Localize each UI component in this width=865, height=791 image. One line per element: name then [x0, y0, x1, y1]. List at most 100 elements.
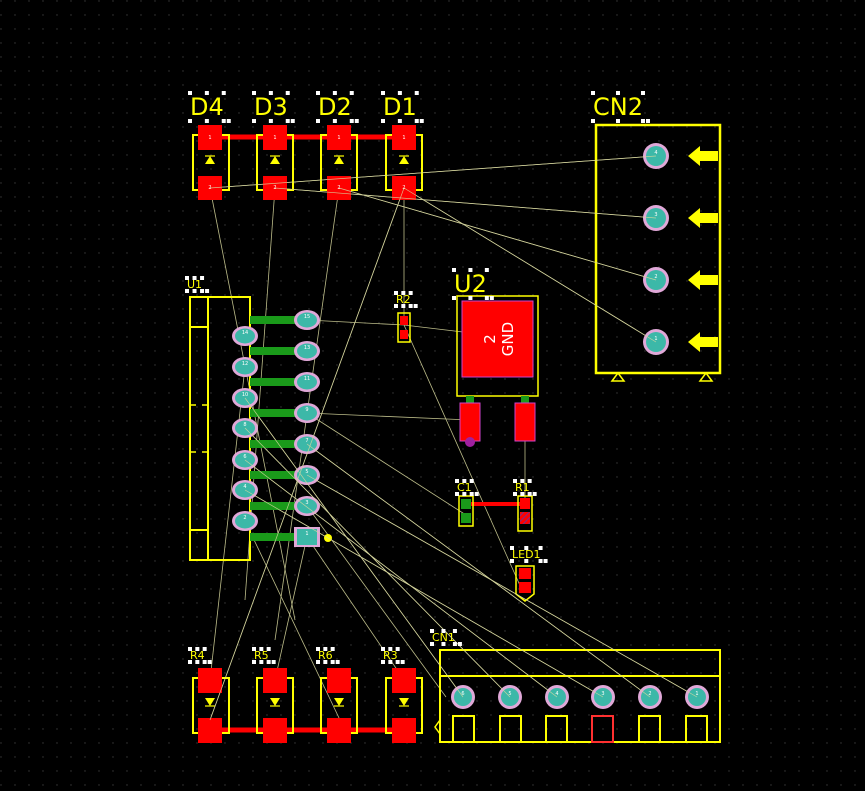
svg-text:1: 1	[208, 135, 211, 141]
handle-dot	[591, 119, 595, 123]
ref-d2: D2	[318, 93, 352, 121]
handle-dot	[615, 119, 620, 123]
handle-dot	[419, 119, 424, 123]
svg-text:11: 11	[304, 376, 310, 382]
handle-dot	[469, 479, 474, 483]
handle-dot	[395, 647, 400, 651]
ref-r1: R1	[515, 481, 530, 494]
ref-c1: C1	[457, 481, 472, 494]
handle-dot	[397, 91, 402, 95]
resistor-r4[interactable]	[192, 668, 230, 743]
handle-dot	[408, 304, 413, 308]
top-diode-row: 1 2 1 2 1 2 1	[192, 125, 423, 200]
handle-dot	[441, 642, 446, 646]
ref-d3: D3	[254, 93, 288, 121]
handle-dot	[513, 479, 517, 483]
svg-text:3: 3	[305, 500, 308, 506]
handle-dot	[323, 647, 328, 651]
handle-dot	[271, 660, 276, 664]
ref-r3: R3	[383, 649, 398, 662]
svg-text:4: 4	[555, 691, 558, 697]
resistor-r5[interactable]	[256, 668, 294, 743]
handle-dot	[259, 647, 264, 651]
handle-dot	[202, 660, 207, 664]
led-led1[interactable]	[515, 565, 535, 602]
svg-text:2: 2	[654, 274, 657, 280]
ref-r6: R6	[318, 649, 333, 662]
handle-dot	[510, 546, 514, 550]
svg-text:1: 1	[654, 336, 657, 342]
handle-dot	[394, 291, 398, 295]
connector-u1[interactable]: 14 12 10 8 6 4 2 15 13 11 9 7 5 3 1	[189, 296, 332, 561]
u1-left-pins: 14 12 10 8 6 4 2	[232, 326, 258, 531]
svg-text:9: 9	[305, 407, 308, 413]
handle-dot	[452, 629, 457, 633]
ratsnest-overlay	[209, 155, 698, 721]
handle-dot	[204, 119, 209, 123]
handle-dot	[381, 647, 385, 651]
handle-dot	[381, 660, 385, 664]
handle-dot	[543, 559, 548, 563]
svg-text:15: 15	[304, 314, 310, 320]
handle-dot	[430, 629, 434, 633]
svg-text:1: 1	[305, 531, 308, 537]
handle-dot	[457, 642, 462, 646]
handle-dot	[538, 546, 543, 550]
handle-dot	[200, 289, 205, 293]
handle-dot	[452, 642, 457, 646]
svg-text:4: 4	[243, 484, 246, 490]
resistor-r3[interactable]	[385, 668, 423, 743]
handle-dot	[252, 91, 256, 95]
diode-d2[interactable]: 1 2	[320, 125, 358, 200]
svg-text:5: 5	[508, 691, 511, 697]
resistor-r2[interactable]	[397, 312, 411, 343]
bottom-resistor-row	[192, 668, 423, 743]
pad	[198, 125, 222, 150]
handle-dot	[395, 660, 400, 664]
handle-dot	[394, 304, 398, 308]
handle-dot	[330, 660, 335, 664]
handle-dot	[192, 276, 197, 280]
handle-dot	[520, 479, 525, 483]
svg-text:6: 6	[461, 691, 464, 697]
handle-dot	[455, 479, 459, 483]
handle-dot	[381, 91, 385, 95]
handle-dot	[266, 647, 271, 651]
diode-d1[interactable]: 1 2	[385, 125, 423, 200]
resistor-r1[interactable]	[517, 495, 533, 532]
handle-dot	[323, 660, 328, 664]
svg-text:13: 13	[304, 345, 310, 351]
resistor-r6[interactable]	[320, 668, 358, 743]
handle-dot	[513, 492, 517, 496]
handle-dot	[349, 119, 354, 123]
handle-dot	[484, 268, 489, 272]
handle-dot	[414, 91, 419, 95]
handle-dot	[413, 304, 418, 308]
handle-dot	[388, 660, 393, 664]
svg-text:1: 1	[402, 135, 405, 141]
handle-dot	[316, 119, 320, 123]
handle-dot	[640, 119, 645, 123]
handle-dot	[408, 291, 413, 295]
handle-dot	[192, 289, 197, 293]
handle-dot	[221, 91, 226, 95]
handle-dot	[468, 296, 473, 300]
ref-r2: R2	[396, 293, 411, 306]
regulator-u2[interactable]: 2 GND	[456, 295, 539, 447]
handle-dot	[430, 642, 434, 646]
ref-cn1: CN1	[432, 631, 455, 644]
handle-dot	[188, 91, 192, 95]
connector-cn1[interactable]: 6 5 4 3 2 1	[434, 649, 721, 743]
handle-dot	[268, 119, 273, 123]
handle-dot	[316, 660, 320, 664]
svg-text:10: 10	[242, 392, 248, 398]
diode-d4[interactable]: 1 2	[192, 125, 230, 200]
svg-text:3: 3	[654, 212, 657, 218]
handle-dot	[221, 119, 226, 123]
handle-dot	[400, 660, 405, 664]
svg-text:1: 1	[695, 691, 698, 697]
handle-dot	[524, 546, 529, 550]
handle-dot	[252, 647, 256, 651]
